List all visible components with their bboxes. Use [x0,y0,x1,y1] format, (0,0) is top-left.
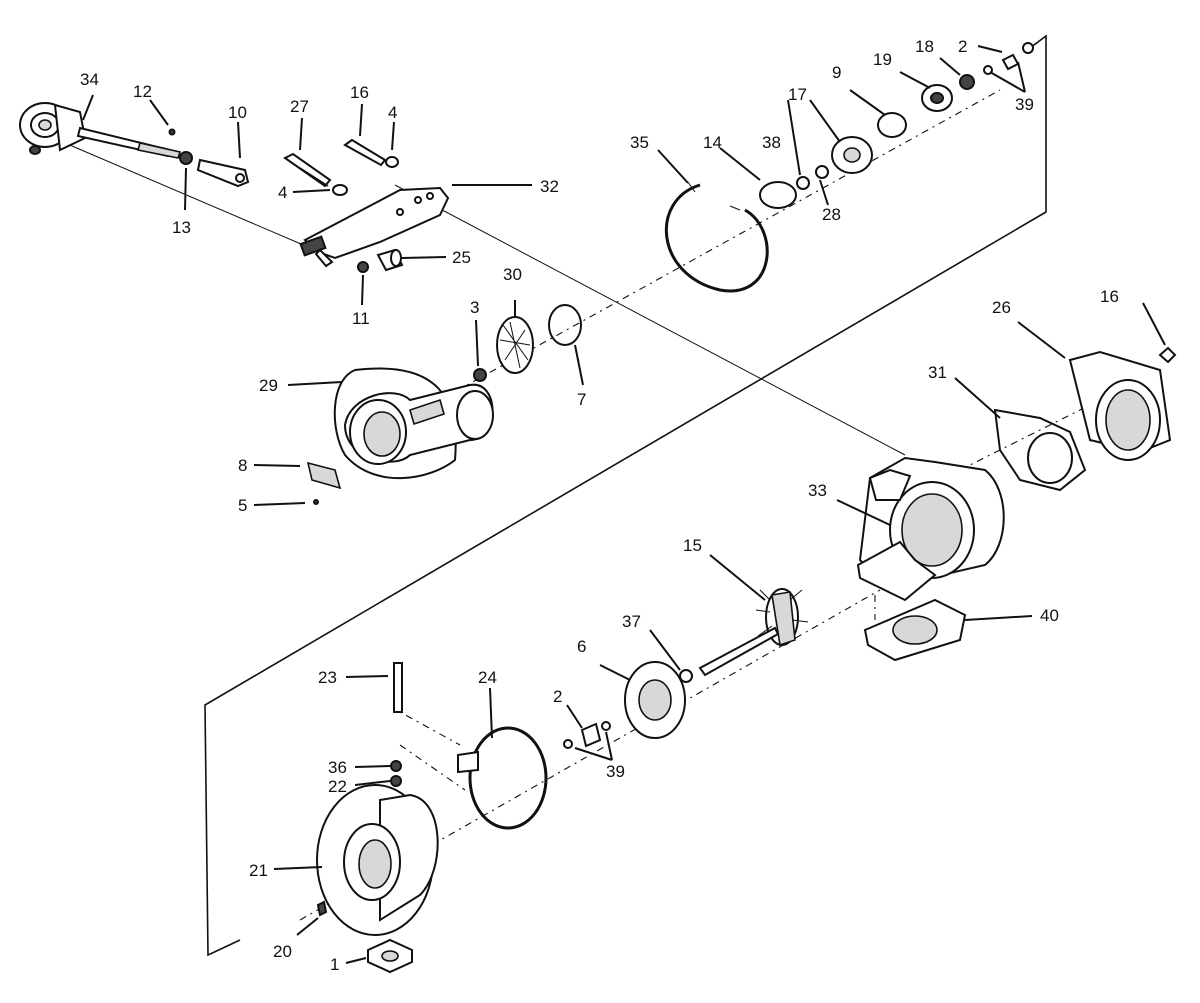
callout-29: 29 [259,376,278,395]
callout-26: 26 [992,298,1011,317]
callout-34: 34 [80,70,99,89]
callout-10: 10 [228,103,247,122]
callout-20: 20 [273,942,292,961]
callout-39-bottom: 39 [606,762,625,781]
callout-5: 5 [238,496,247,515]
callout-4-right: 4 [388,103,397,122]
callout-9: 9 [832,63,841,82]
callout-22: 22 [328,777,347,796]
callout-37: 37 [622,612,641,631]
callout-40: 40 [1040,606,1059,625]
compressor-cover-group [316,662,548,974]
callout-23: 23 [318,668,337,687]
callout-6: 6 [577,637,586,656]
callout-17: 17 [788,85,807,104]
callout-30: 30 [503,265,522,284]
center-housing [856,456,1005,602]
callout-25: 25 [452,248,471,267]
callout-7: 7 [577,390,586,409]
callout-4-left: 4 [278,183,287,202]
callout-2-bottom: 2 [553,687,562,706]
compressor-group [306,304,582,505]
thrust-components-group [664,42,1034,293]
bracket-plate [299,186,450,268]
callout-labels: 34 12 10 13 27 16 4 4 32 25 11 3 30 7 29… [80,37,1119,974]
callout-14: 14 [703,133,722,152]
leader-arrows [82,45,1166,964]
callout-16-top: 16 [350,83,369,102]
callout-2-top: 2 [958,37,967,56]
callout-31: 31 [928,363,947,382]
callout-38: 38 [762,133,781,152]
callout-18: 18 [915,37,934,56]
callout-1: 1 [330,955,339,974]
callout-8: 8 [238,456,247,475]
compressor-housing [333,367,494,480]
actuator-canister [19,102,87,155]
compressor-cover [316,784,439,936]
callout-13: 13 [172,218,191,237]
compressor-wheel [496,316,534,374]
callout-35: 35 [630,133,649,152]
callout-36: 36 [328,758,347,777]
callout-39-top: 39 [1015,95,1034,114]
callout-15: 15 [683,536,702,555]
assembly-frame-lines [57,34,1047,957]
turbine-housing-group [856,346,1177,662]
turbine-outlet-flange [1068,350,1172,461]
callout-27: 27 [290,97,309,116]
callout-32: 32 [540,177,559,196]
actuator-linkage-group [19,102,450,273]
callout-33: 33 [808,481,827,500]
callout-16-right: 16 [1100,287,1119,306]
callout-3: 3 [470,298,479,317]
callout-24: 24 [478,668,497,687]
callout-28: 28 [822,205,841,224]
callout-11: 11 [352,309,370,328]
callout-12: 12 [133,82,152,101]
callout-21: 21 [249,861,268,880]
callout-19: 19 [873,50,892,69]
turbine-shaft-group [563,588,809,749]
